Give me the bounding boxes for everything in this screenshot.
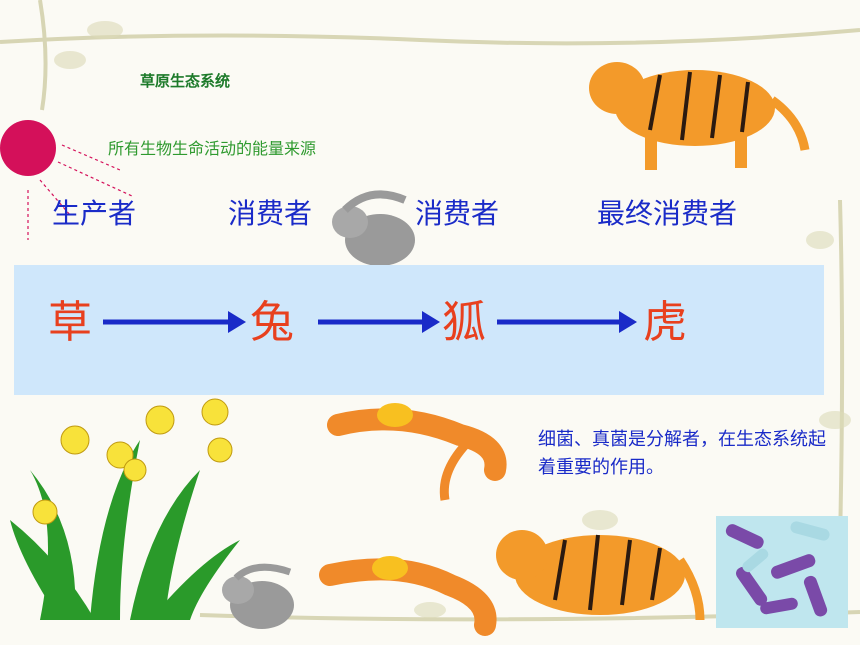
chain-grass: 草 xyxy=(48,297,92,348)
role-consumer-1: 消费者 xyxy=(228,197,313,230)
fox-image xyxy=(327,403,507,501)
food-chain-band xyxy=(14,265,824,395)
arrow-icon-3 xyxy=(497,311,637,333)
slide-title: 草原生态系统 xyxy=(140,72,231,90)
bacteria-image xyxy=(716,516,848,628)
sun-icon xyxy=(0,120,56,176)
daffodil-plant-image xyxy=(10,398,240,620)
arrow-icon-1 xyxy=(103,311,246,333)
chain-rabbit: 兔 xyxy=(250,297,294,348)
tiger-image-bottom xyxy=(496,530,705,621)
rabbit-image xyxy=(332,190,415,266)
role-producer: 生产者 xyxy=(52,197,137,230)
fox-image-bottom xyxy=(319,556,497,636)
role-consumer-2: 消费者 xyxy=(415,197,500,230)
chain-tiger: 虎 xyxy=(643,297,687,348)
tiger-image xyxy=(589,62,810,170)
arrow-icon-2 xyxy=(318,311,440,333)
role-final-consumer: 最终消费者 xyxy=(597,197,738,230)
decomposer-note: 细菌、真菌是分解者，在生态系统起着重要的作用。 xyxy=(538,429,826,478)
rabbit-image-bottom xyxy=(222,563,294,629)
energy-source-note: 所有生物生命活动的能量来源 xyxy=(108,139,317,158)
chain-fox: 狐 xyxy=(442,297,486,348)
